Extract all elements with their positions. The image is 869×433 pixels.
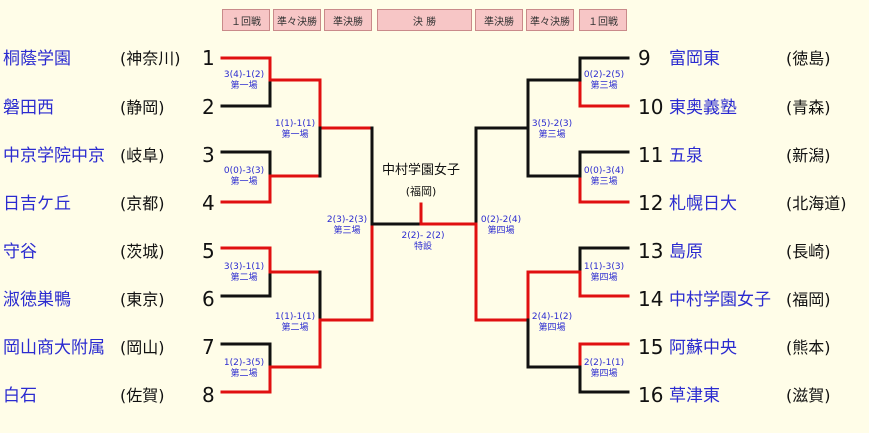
team-6-school[interactable]: 淑徳巣鴨 bbox=[3, 290, 71, 310]
line-t4 bbox=[220, 174, 272, 204]
team-13-pref: (長崎) bbox=[786, 242, 831, 261]
score-r1-m2: 0(0)-3(3)第一場 bbox=[223, 166, 265, 187]
team-16-num: 16 bbox=[638, 383, 664, 407]
team-4-school[interactable]: 日吉ケ丘 bbox=[3, 194, 71, 214]
team-12-school[interactable]: 札幌日大 bbox=[669, 194, 737, 214]
score-r1-m5: 0(2)-2(5)第三場 bbox=[583, 70, 625, 91]
team-4-pref: (京都) bbox=[120, 194, 165, 213]
team-1-num: 1 bbox=[202, 46, 215, 70]
score-r1-m4: 1(2)-3(5)第二場 bbox=[223, 358, 265, 379]
line-t7 bbox=[220, 342, 272, 369]
team-16-school[interactable]: 草津東 bbox=[669, 386, 720, 406]
team-5-num: 5 bbox=[202, 239, 215, 263]
team-3-num: 3 bbox=[202, 143, 215, 167]
header-semifinal-right: 準決勝 bbox=[475, 9, 523, 31]
team-7-pref: (岡山) bbox=[120, 338, 165, 357]
score-qf-left-bottom: 1(1)-1(1)第二場 bbox=[274, 312, 316, 333]
team-15-school[interactable]: 阿蘇中央 bbox=[669, 338, 737, 358]
line-t6 bbox=[220, 270, 272, 298]
line-qf5 bbox=[474, 78, 530, 130]
team-13-school[interactable]: 島原 bbox=[669, 242, 703, 262]
team-4-num: 4 bbox=[202, 191, 215, 215]
score-r1-m7: 1(1)-3(3)第四場 bbox=[583, 262, 625, 283]
header-semifinal-left: 準決勝 bbox=[324, 9, 372, 31]
line-t8 bbox=[220, 365, 272, 394]
team-5-school[interactable]: 守谷 bbox=[3, 242, 37, 262]
team-6-pref: (東京) bbox=[120, 290, 165, 309]
team-11-num: 11 bbox=[638, 143, 664, 167]
header-round1-left: １回戦 bbox=[222, 9, 270, 31]
line-t11 bbox=[578, 150, 630, 178]
header-final: 決 勝 bbox=[377, 9, 472, 31]
line-t14 bbox=[578, 270, 630, 298]
line-t9 bbox=[578, 56, 630, 82]
header-round1-right: １回戦 bbox=[579, 9, 627, 31]
champion-school: 中村学園女子 bbox=[381, 163, 461, 178]
line-t2 bbox=[220, 78, 272, 108]
team-5-pref: (茨城) bbox=[120, 242, 165, 261]
team-12-num: 12 bbox=[638, 191, 664, 215]
score-sf-right: 0(2)-2(4)第四場 bbox=[480, 215, 522, 236]
line-t3 bbox=[220, 150, 272, 178]
team-3-pref: (岐阜) bbox=[120, 146, 165, 165]
team-3-school[interactable]: 中京学院中京 bbox=[3, 146, 105, 166]
score-r1-m6: 0(0)-3(4)第三場 bbox=[583, 166, 625, 187]
champion-pref: (福岡) bbox=[405, 185, 437, 198]
line-qf4 bbox=[318, 318, 374, 369]
team-7-school[interactable]: 岡山商大附属 bbox=[3, 338, 105, 358]
header-quarterfinal-right: 準々決勝 bbox=[526, 9, 574, 31]
team-9-school[interactable]: 富岡東 bbox=[669, 49, 720, 69]
score-r1-m1: 3(4)-1(2)第一場 bbox=[223, 70, 265, 91]
score-qf-left-top: 1(1)-1(1)第一場 bbox=[274, 119, 316, 140]
score-qf-right-top: 3(5)-2(3)第三場 bbox=[531, 119, 573, 140]
line-t16 bbox=[578, 365, 630, 394]
line-qf7 bbox=[474, 270, 530, 322]
team-8-school[interactable]: 白石 bbox=[3, 386, 37, 406]
score-r1-m3: 3(3)-1(1)第二場 bbox=[223, 262, 265, 283]
team-9-pref: (徳島) bbox=[786, 49, 831, 68]
team-2-num: 2 bbox=[202, 95, 215, 119]
team-10-school[interactable]: 東奥義塾 bbox=[669, 98, 737, 118]
team-14-pref: (福岡) bbox=[786, 290, 831, 309]
score-r1-m8: 2(2)-1(1)第四場 bbox=[583, 358, 625, 379]
team-11-pref: (新潟) bbox=[786, 146, 831, 165]
team-1-school[interactable]: 桐蔭学園 bbox=[3, 49, 71, 69]
team-14-num: 14 bbox=[638, 287, 664, 311]
line-t12 bbox=[578, 174, 630, 204]
team-15-pref: (熊本) bbox=[786, 338, 831, 357]
score-sf-left: 2(3)-2(3)第三場 bbox=[326, 215, 368, 236]
team-1-pref: (神奈川) bbox=[120, 49, 181, 68]
team-10-num: 10 bbox=[638, 95, 664, 119]
line-t10 bbox=[578, 78, 630, 108]
line-t13 bbox=[578, 246, 630, 274]
line-qf1 bbox=[318, 78, 374, 130]
team-7-num: 7 bbox=[202, 335, 215, 359]
team-6-num: 6 bbox=[202, 287, 215, 311]
team-16-pref: (滋賀) bbox=[786, 386, 831, 405]
team-15-num: 15 bbox=[638, 335, 664, 359]
line-t5 bbox=[220, 246, 272, 274]
team-11-school[interactable]: 五泉 bbox=[669, 146, 703, 166]
team-2-school[interactable]: 磐田西 bbox=[3, 98, 54, 118]
header-quarterfinal-left: 準々決勝 bbox=[273, 9, 321, 31]
team-8-num: 8 bbox=[202, 383, 215, 407]
team-10-pref: (青森) bbox=[786, 98, 831, 117]
team-2-pref: (静岡) bbox=[120, 98, 165, 117]
line-t1 bbox=[220, 56, 272, 82]
team-8-pref: (佐賀) bbox=[120, 386, 165, 405]
team-9-num: 9 bbox=[638, 46, 651, 70]
line-t15 bbox=[578, 342, 630, 369]
team-12-pref: (北海道) bbox=[786, 194, 847, 213]
score-final: 2(2)- 2(2)特設 bbox=[401, 231, 445, 252]
team-13-num: 13 bbox=[638, 239, 664, 263]
team-14-school[interactable]: 中村学園女子 bbox=[669, 290, 771, 310]
score-qf-right-bottom: 2(4)-1(2)第四場 bbox=[531, 312, 573, 333]
